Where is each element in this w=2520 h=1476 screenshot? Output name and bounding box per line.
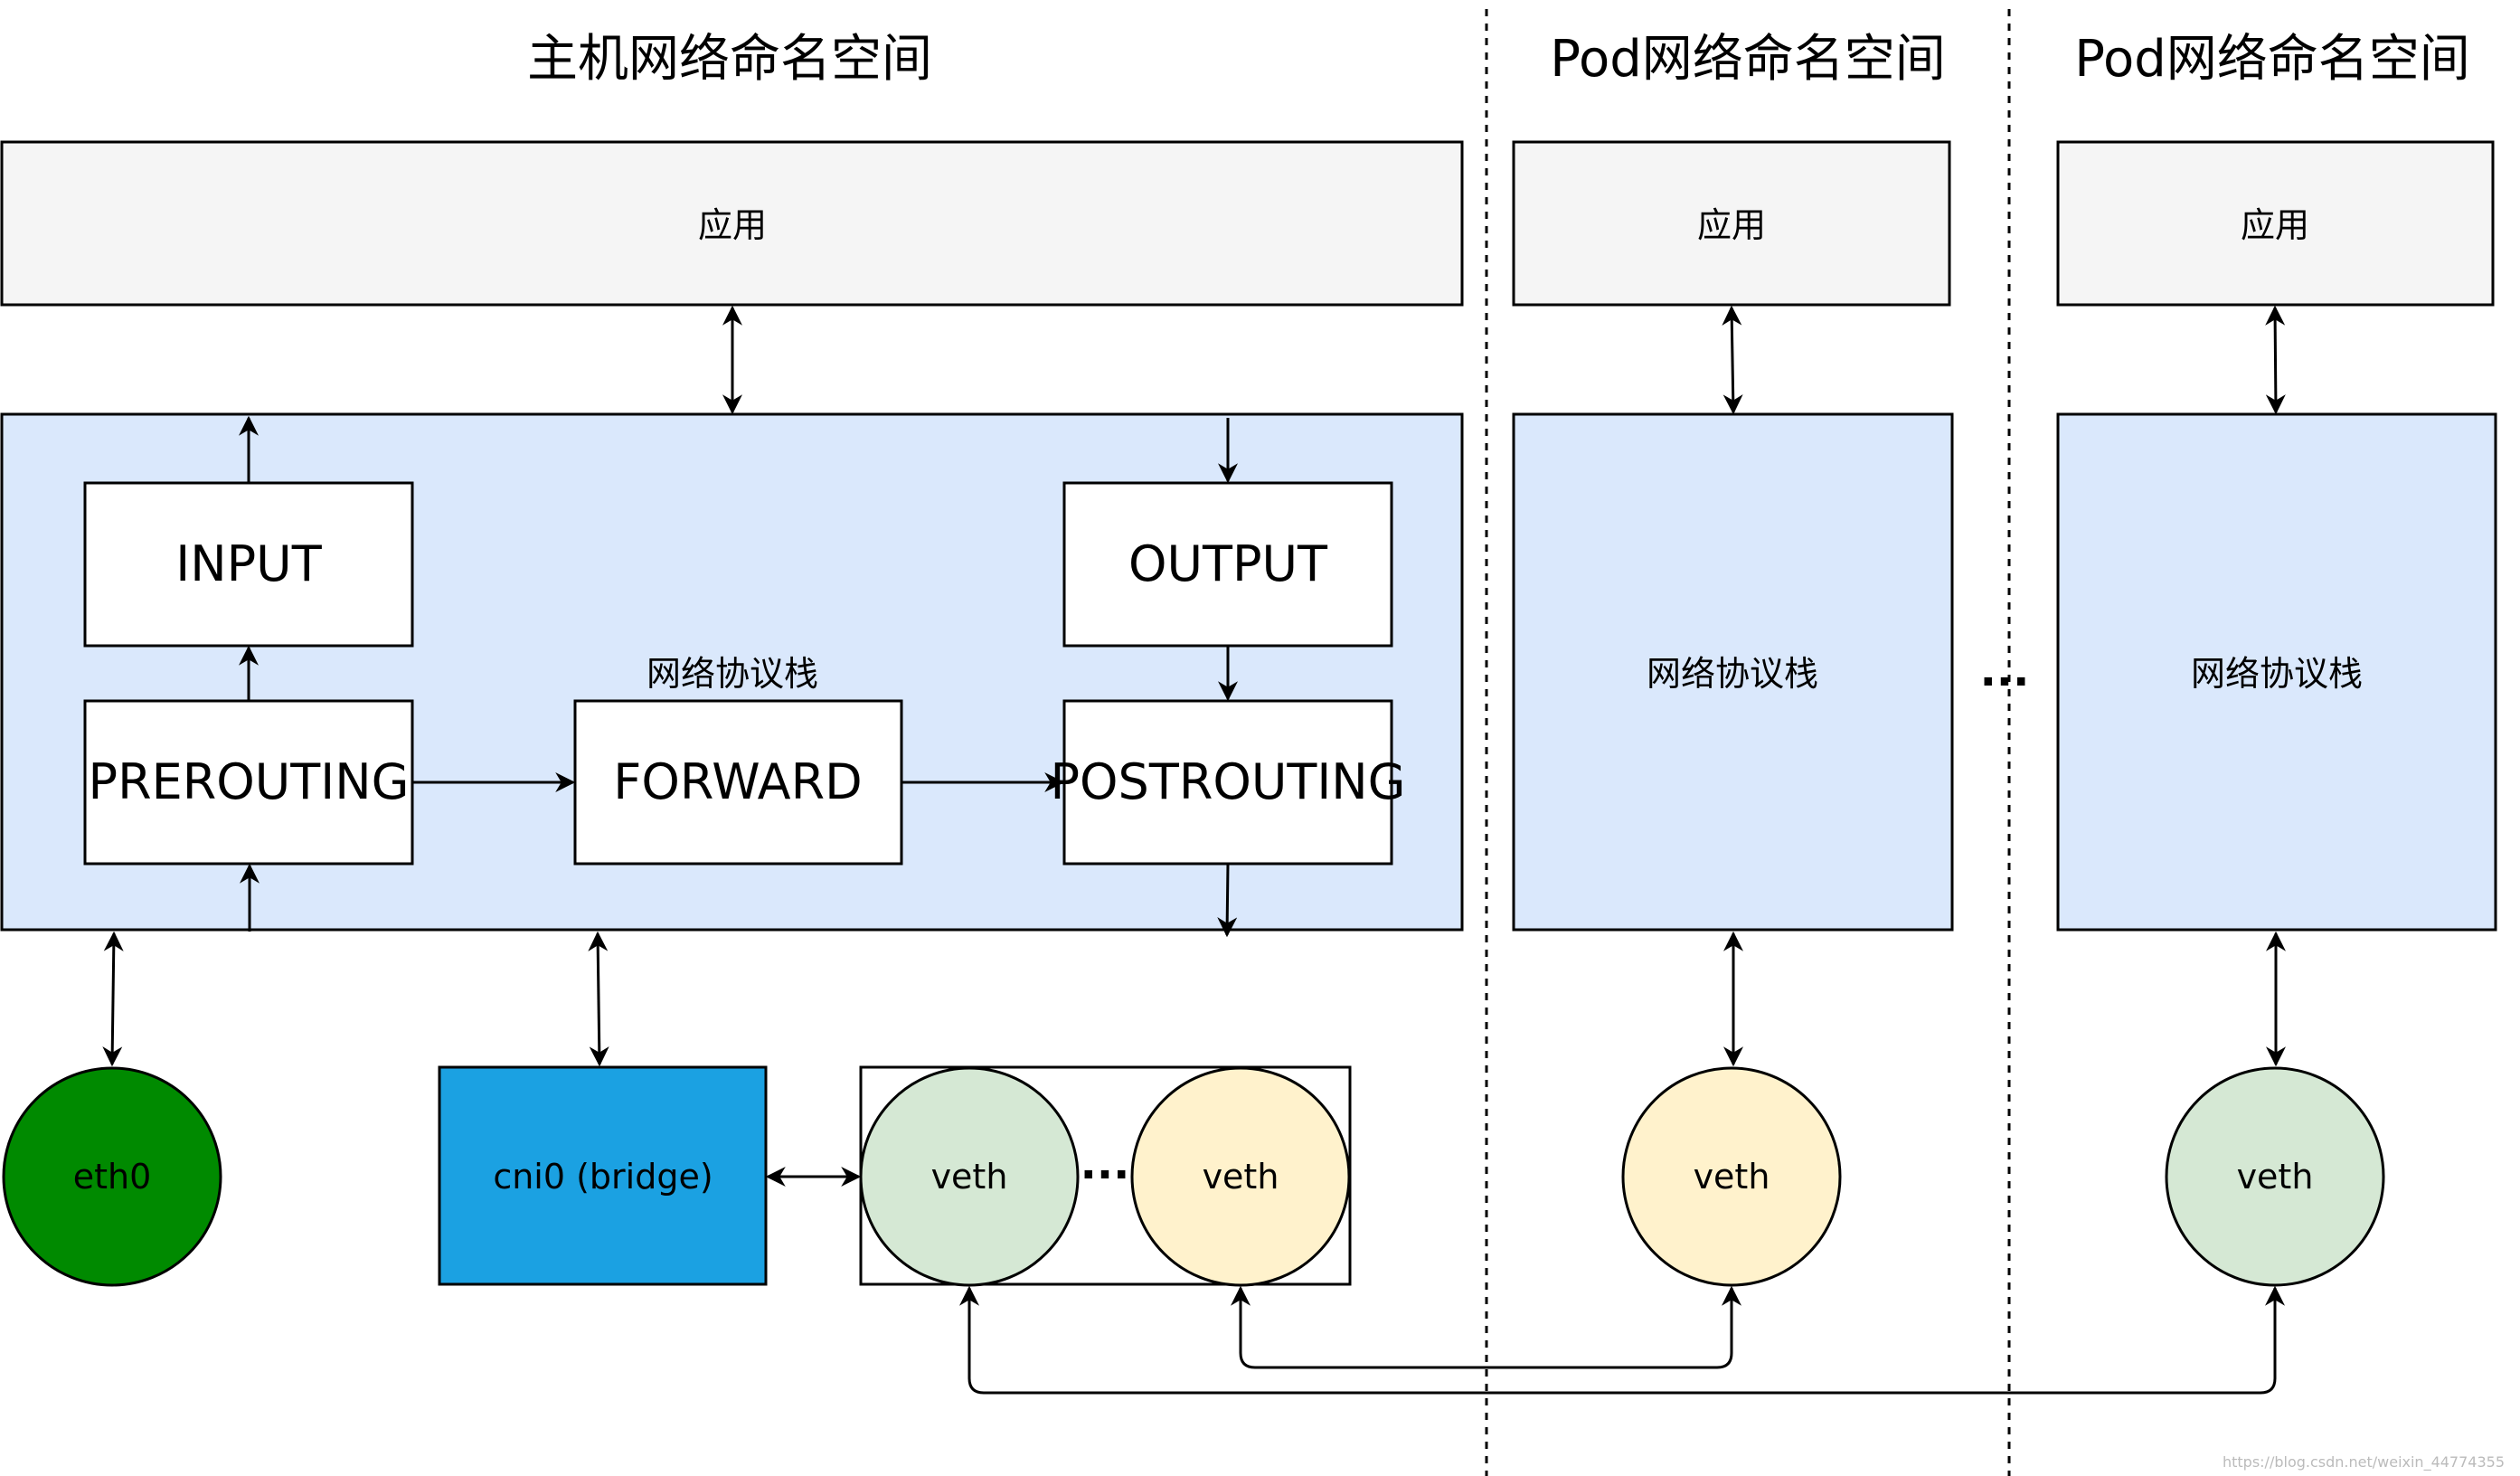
output-chain-label: OUTPUT [1128, 535, 1328, 592]
input-chain-label: INPUT [175, 535, 322, 592]
watermark: https://blog.csdn.net/weixin_44774355 [2223, 1453, 2505, 1471]
pod1-stack-label: 网络协议栈 [1647, 654, 1818, 694]
output-chain-box [1062, 481, 1393, 648]
pod1-veth [1621, 1066, 1842, 1287]
stack-eth0-arrow [102, 931, 124, 1067]
pod2-app-stack-arrow [2265, 305, 2286, 415]
host-veth-yellow [1130, 1066, 1351, 1287]
forward-chain-label: FORWARD [613, 753, 862, 810]
pod2-stack-label: 网络协议栈 [2191, 654, 2363, 694]
eth0-interface [2, 1066, 222, 1287]
pod-namespace-title-2: Pod网络命名空间 [2074, 30, 2470, 89]
pod2-veth [2165, 1066, 2385, 1287]
eth0-label: eth0 [73, 1157, 152, 1197]
pod2-app-label: 应用 [2241, 205, 2309, 245]
cni0-bridge-label: cni0 (bridge) [493, 1157, 713, 1197]
cni0-bridge-box [438, 1065, 768, 1286]
host-app-box [0, 140, 1464, 307]
namespace-ellipsis: ... [1980, 646, 2030, 696]
postrouting-chain-box [1062, 699, 1393, 866]
postrouting-chain-label: POSTROUTING [1050, 753, 1405, 810]
veth-pair-link-green [959, 1285, 2285, 1395]
stack-bridge-arrow [588, 931, 609, 1067]
veth-pair-link-yellow [1231, 1285, 1741, 1369]
host-namespace-title: 主机网络命名空间 [527, 30, 932, 89]
pod2-stack-box [2056, 412, 2497, 932]
postrouting-egress-arrow [1217, 863, 1238, 938]
host-veth-green [859, 1066, 1080, 1287]
pod1-veth-label: veth [1694, 1157, 1770, 1197]
host-stack-label: 网络协议栈 [647, 654, 818, 694]
veth-ellipsis: ... [1081, 1139, 1130, 1189]
host-veth-yellow-label: veth [1203, 1157, 1279, 1197]
pod2-app-box [2056, 140, 2495, 307]
pod1-app-label: 应用 [1697, 205, 1766, 245]
host-veth-green-label: veth [931, 1157, 1008, 1197]
pod-namespace-title-1: Pod网络命名空间 [1550, 30, 1946, 89]
pod1-app-stack-arrow [1722, 305, 1743, 415]
host-app-label: 应用 [698, 205, 767, 245]
pod2-veth-label: veth [2237, 1157, 2314, 1197]
prerouting-chain-label: PREROUTING [89, 753, 410, 810]
pod1-app-box [1512, 140, 1951, 307]
forward-chain-box [573, 699, 903, 866]
